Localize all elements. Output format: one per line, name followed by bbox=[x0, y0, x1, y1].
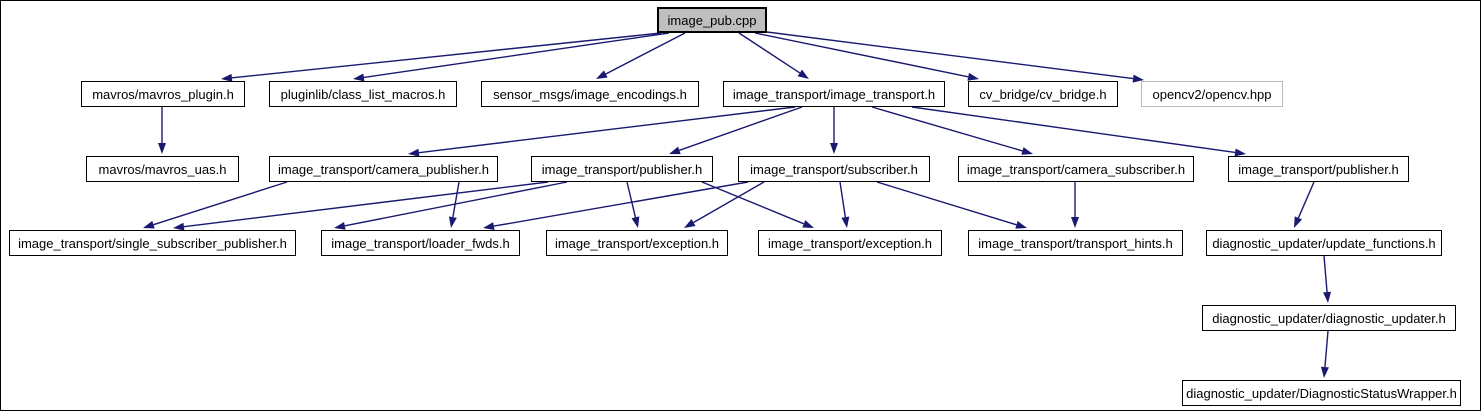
edge-root-to-opencv bbox=[766, 31, 1134, 80]
edge-publisher_l-to-exception_2 bbox=[701, 181, 805, 225]
arrowhead-subscriber-to-loader_fwds bbox=[483, 222, 495, 231]
graph-node-image_encodings[interactable]: sensor_msgs/image_encodings.h bbox=[481, 81, 699, 107]
edge-camera_publisher-to-single_subscriber_publisher bbox=[153, 181, 288, 226]
arrowhead-image_transport-to-subscriber bbox=[830, 143, 838, 154]
graph-node-image_transport[interactable]: image_transport/image_transport.h bbox=[723, 81, 945, 107]
arrowhead-publisher_l-to-exception_1 bbox=[631, 216, 640, 228]
edge-camera_publisher-to-loader_fwds bbox=[452, 181, 460, 218]
graph-node-diagnostic_status_wrapper[interactable]: diagnostic_updater/DiagnosticStatusWrapp… bbox=[1182, 380, 1461, 406]
edge-publisher_l-to-loader_fwds bbox=[344, 181, 568, 227]
arrowhead-root-to-cv_bridge bbox=[967, 72, 979, 81]
arrowhead-image_transport-to-camera_subscriber bbox=[1021, 147, 1033, 155]
arrowhead-camera_publisher-to-loader_fwds bbox=[448, 216, 457, 228]
edge-image_transport-to-publisher_l bbox=[679, 106, 803, 151]
graph-node-mavros_uas[interactable]: mavros/mavros_uas.h bbox=[86, 156, 239, 182]
arrowhead-root-to-image_encodings bbox=[596, 70, 608, 79]
graph-node-mavros_plugin[interactable]: mavros/mavros_plugin.h bbox=[81, 81, 245, 107]
edge-root-to-mavros_plugin bbox=[231, 32, 662, 79]
graph-node-root: image_pub.cpp bbox=[657, 7, 767, 33]
graph-node-camera_subscriber[interactable]: image_transport/camera_subscriber.h bbox=[958, 156, 1194, 182]
graph-node-loader_fwds[interactable]: image_transport/loader_fwds.h bbox=[321, 230, 520, 256]
edge-subscriber-to-exception_2 bbox=[839, 181, 847, 218]
arrowhead-subscriber-to-exception_2 bbox=[841, 216, 850, 228]
arrowhead-update_functions-to-diagnostic_updater bbox=[1323, 291, 1332, 303]
arrowhead-image_transport-to-publisher_l bbox=[669, 146, 681, 155]
edge-publisher_l-to-single_subscriber_publisher bbox=[183, 181, 549, 228]
arrowhead-publisher_l-to-loader_fwds bbox=[334, 221, 346, 230]
arrowhead-camera_subscriber-to-transport_hints bbox=[1071, 217, 1079, 228]
arrowhead-diagnostic_updater-to-diagnostic_status_wrapper bbox=[1320, 366, 1329, 378]
edge-image_transport-to-camera_subscriber bbox=[871, 106, 1023, 152]
edge-subscriber-to-exception_1 bbox=[693, 181, 765, 224]
graph-node-camera_publisher[interactable]: image_transport/camera_publisher.h bbox=[269, 156, 498, 182]
edge-update_functions-to-diagnostic_updater bbox=[1323, 255, 1328, 293]
graph-node-transport_hints[interactable]: image_transport/transport_hints.h bbox=[968, 230, 1183, 256]
arrowhead-publisher_l-to-exception_2 bbox=[802, 220, 814, 228]
arrowhead-camera_publisher-to-single_subscriber_publisher bbox=[143, 220, 155, 229]
graph-node-single_subscriber_publisher[interactable]: image_transport/single_subscriber_publis… bbox=[9, 230, 296, 256]
arrowhead-publisher_r-to-update_functions bbox=[1294, 216, 1303, 228]
graph-node-opencv: opencv2/opencv.hpp bbox=[1141, 81, 1283, 107]
edge-publisher_r-to-update_functions bbox=[1297, 181, 1315, 219]
edge-publisher_l-to-exception_1 bbox=[626, 181, 637, 218]
graph-node-exception_2[interactable]: image_transport/exception.h bbox=[758, 230, 942, 256]
graph-node-diagnostic_updater[interactable]: diagnostic_updater/diagnostic_updater.h bbox=[1202, 305, 1456, 331]
edge-image_transport-to-camera_publisher bbox=[418, 106, 796, 154]
graph-node-publisher_l[interactable]: image_transport/publisher.h bbox=[531, 156, 713, 182]
edge-root-to-image_encodings bbox=[605, 32, 686, 75]
edge-diagnostic_updater-to-diagnostic_status_wrapper bbox=[1324, 330, 1329, 368]
graph-node-class_list_macros[interactable]: pluginlib/class_list_macros.h bbox=[269, 81, 457, 107]
arrowhead-subscriber-to-transport_hints bbox=[1015, 220, 1027, 229]
graph-node-exception_1[interactable]: image_transport/exception.h bbox=[546, 230, 728, 256]
graph-node-cv_bridge[interactable]: cv_bridge/cv_bridge.h bbox=[968, 81, 1118, 107]
edge-subscriber-to-transport_hints bbox=[876, 181, 1017, 226]
graph-node-publisher_r[interactable]: image_transport/publisher.h bbox=[1228, 156, 1409, 182]
arrowhead-root-to-image_transport bbox=[797, 69, 809, 79]
edge-subscriber-to-loader_fwds bbox=[493, 181, 749, 227]
edge-root-to-cv_bridge bbox=[754, 32, 969, 78]
arrowhead-subscriber-to-exception_1 bbox=[684, 219, 696, 228]
graph-node-update_functions[interactable]: diagnostic_updater/update_functions.h bbox=[1206, 230, 1442, 256]
graph-node-subscriber[interactable]: image_transport/subscriber.h bbox=[738, 156, 930, 182]
edge-root-to-image_transport bbox=[738, 32, 801, 74]
arrowhead-mavros_plugin-to-mavros_uas bbox=[158, 143, 166, 154]
edge-root-to-class_list_macros bbox=[363, 32, 670, 79]
edge-image_transport-to-publisher_r bbox=[911, 106, 1236, 154]
